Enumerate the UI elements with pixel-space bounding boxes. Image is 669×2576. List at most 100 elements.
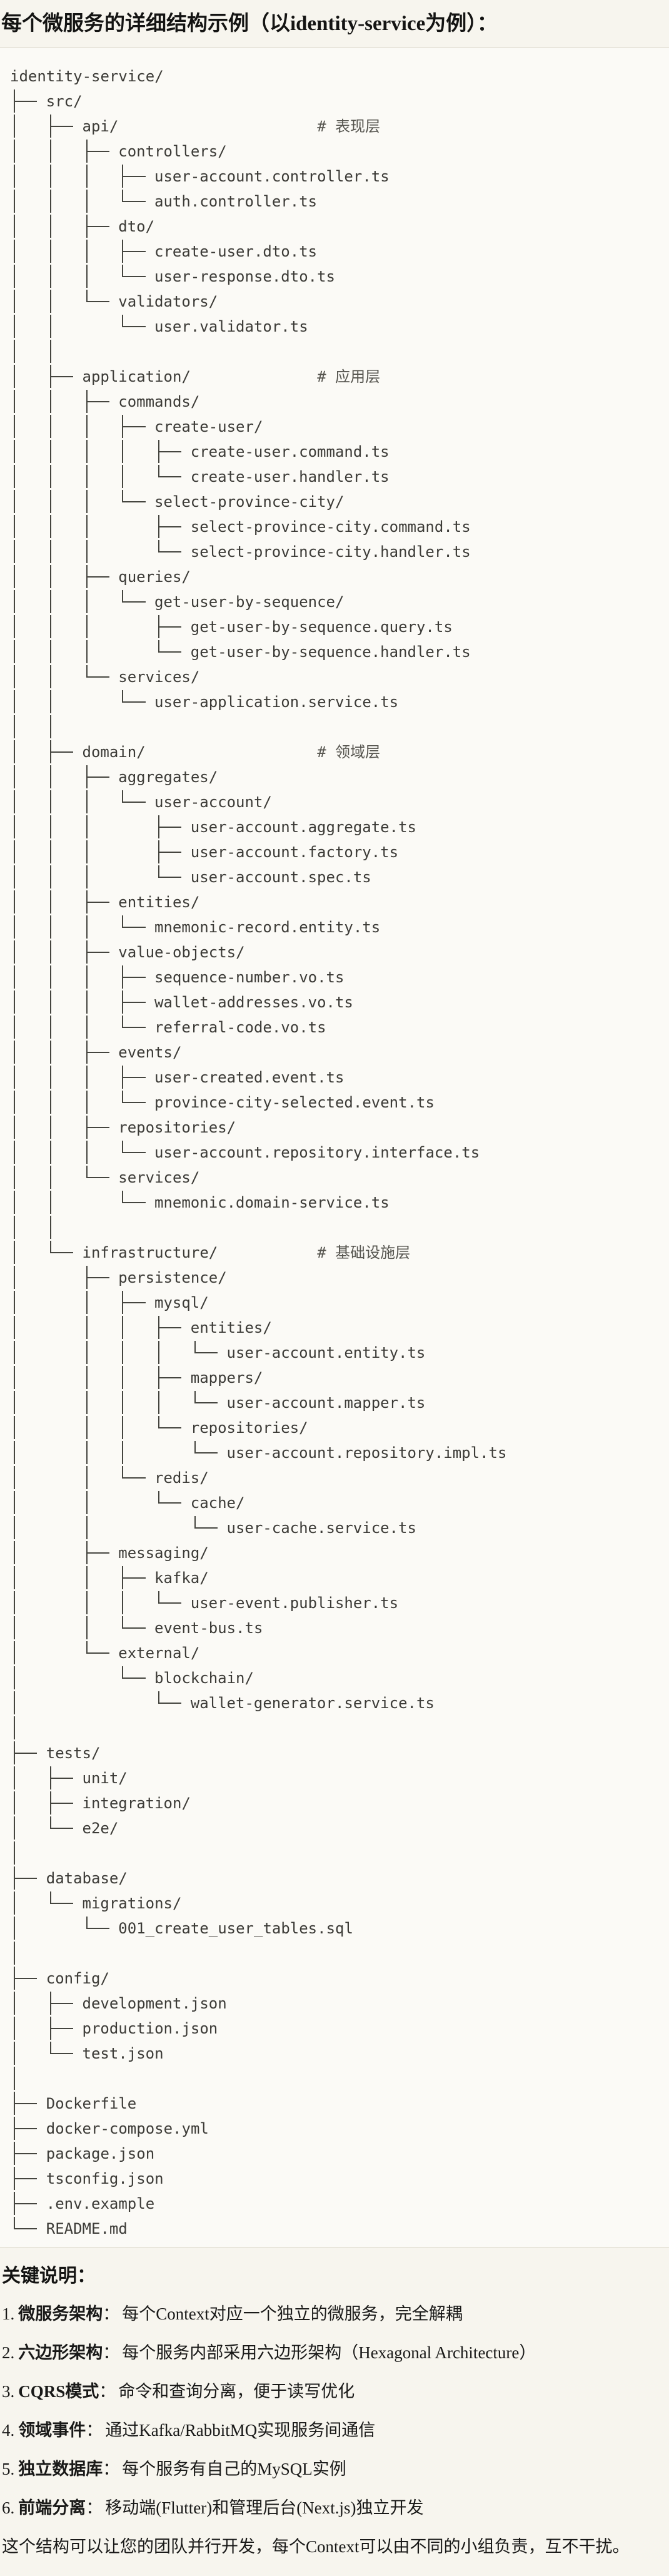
tree-line bbox=[10, 715, 669, 740]
tree-line: entities/ bbox=[10, 1315, 669, 1340]
tree-line: select-province-city/ bbox=[10, 489, 669, 514]
tree-line: province-city-selected.event.ts bbox=[10, 1090, 669, 1115]
tree-line: .env.example bbox=[10, 2191, 669, 2216]
note-separator: ： bbox=[103, 2343, 120, 2362]
tree-line: validators/ bbox=[10, 289, 669, 314]
note-number: 2. bbox=[2, 2343, 15, 2362]
tree-line: domain/ # 领域层 bbox=[10, 740, 669, 765]
note-separator: ： bbox=[103, 2304, 120, 2323]
tree-line: mnemonic-record.entity.ts bbox=[10, 915, 669, 940]
tree-line: development.json bbox=[10, 1991, 669, 2016]
tree-line: external/ bbox=[10, 1641, 669, 1666]
tree-line: event-bus.ts bbox=[10, 1616, 669, 1641]
note-label: CQRS模式 bbox=[18, 2382, 99, 2401]
note-separator: ： bbox=[99, 2382, 116, 2401]
tree-line: redis/ bbox=[10, 1465, 669, 1490]
tree-line: cache/ bbox=[10, 1490, 669, 1515]
tree-line: e2e/ bbox=[10, 1816, 669, 1841]
tree-line: user-created.event.ts bbox=[10, 1065, 669, 1090]
note-number: 5. bbox=[2, 2460, 15, 2478]
note-item: 4.领域事件：通过Kafka/RabbitMQ实现服务间通信 bbox=[2, 2418, 669, 2443]
tree-line: get-user-by-sequence/ bbox=[10, 589, 669, 614]
tree-line: repositories/ bbox=[10, 1415, 669, 1440]
tree-line: mnemonic.domain-service.ts bbox=[10, 1190, 669, 1215]
tree-line: sequence-number.vo.ts bbox=[10, 965, 669, 990]
tree-line: repositories/ bbox=[10, 1115, 669, 1140]
note-text: 移动端(Flutter)和管理后台(Next.js)独立开发 bbox=[105, 2498, 424, 2517]
tree-line: user-account.controller.ts bbox=[10, 164, 669, 189]
tree-line: user-response.dto.ts bbox=[10, 264, 669, 289]
tree-line bbox=[10, 1841, 669, 1866]
tree-line: user-account.mapper.ts bbox=[10, 1390, 669, 1415]
note-label: 微服务架构 bbox=[18, 2304, 103, 2323]
note-label: 前端分离 bbox=[18, 2498, 86, 2517]
tree-line: value-objects/ bbox=[10, 940, 669, 965]
note-label: 领域事件 bbox=[18, 2421, 86, 2440]
tree-line: infrastructure/ # 基础设施层 bbox=[10, 1240, 669, 1265]
tree-line: aggregates/ bbox=[10, 765, 669, 790]
tree-line: events/ bbox=[10, 1040, 669, 1065]
tree-line: user-account.repository.impl.ts bbox=[10, 1440, 669, 1465]
tree-line: Dockerfile bbox=[10, 2091, 669, 2116]
note-label: 独立数据库 bbox=[18, 2460, 103, 2478]
tree-line: identity-service/ bbox=[10, 68, 164, 85]
note-item: 5.独立数据库：每个服务有自己的MySQL实例 bbox=[2, 2456, 669, 2482]
note-separator: ： bbox=[103, 2460, 120, 2478]
notes-list: 1.微服务架构：每个Context对应一个独立的微服务，完全解耦 2.六边形架构… bbox=[2, 2301, 669, 2520]
tree-line: auth.controller.ts bbox=[10, 189, 669, 214]
note-text: 每个服务有自己的MySQL实例 bbox=[122, 2460, 346, 2478]
tree-line: mappers/ bbox=[10, 1365, 669, 1390]
tree-line: README.md bbox=[10, 2216, 669, 2241]
tree-line: user-cache.service.ts bbox=[10, 1515, 669, 1540]
tree-comment: # 领域层 bbox=[317, 743, 381, 761]
tree-line: migrations/ bbox=[10, 1891, 669, 1916]
tree-line bbox=[10, 1215, 669, 1240]
tree-line: queries/ bbox=[10, 564, 669, 589]
note-separator: ： bbox=[86, 2421, 103, 2440]
note-text: 命令和查询分离，便于读写优化 bbox=[118, 2382, 355, 2401]
tree-line: referral-code.vo.ts bbox=[10, 1015, 669, 1040]
tree-line: wallet-addresses.vo.ts bbox=[10, 990, 669, 1015]
note-number: 6. bbox=[2, 2498, 15, 2517]
tree-line: messaging/ bbox=[10, 1540, 669, 1565]
tree-line bbox=[10, 1941, 669, 1966]
tree-line: persistence/ bbox=[10, 1265, 669, 1290]
tree-line bbox=[10, 339, 669, 364]
tree-line: user-account.spec.ts bbox=[10, 865, 669, 890]
note-number: 3. bbox=[2, 2382, 15, 2401]
tree-line: package.json bbox=[10, 2141, 669, 2166]
note-item: 1.微服务架构：每个Context对应一个独立的微服务，完全解耦 bbox=[2, 2301, 669, 2326]
tree-line: application/ # 应用层 bbox=[10, 364, 669, 389]
note-text: 每个Context对应一个独立的微服务，完全解耦 bbox=[122, 2304, 463, 2323]
tree-comment: # 基础设施层 bbox=[317, 1244, 411, 1261]
tree-line: select-province-city.handler.ts bbox=[10, 539, 669, 564]
page-header: 每个微服务的详细结构示例（以identity-service为例）： bbox=[0, 0, 669, 47]
note-text: 通过Kafka/RabbitMQ实现服务间通信 bbox=[105, 2421, 376, 2440]
tree-line: docker-compose.yml bbox=[10, 2116, 669, 2141]
tree-line: integration/ bbox=[10, 1791, 669, 1816]
tree-comment: # 表现层 bbox=[317, 118, 381, 135]
page-title: 每个微服务的详细结构示例（以identity-service为例）： bbox=[1, 12, 498, 35]
tree-line: user.validator.ts bbox=[10, 314, 669, 339]
note-number: 1. bbox=[2, 2304, 15, 2323]
tree-line: 001_create_user_tables.sql bbox=[10, 1916, 669, 1941]
tree-line: services/ bbox=[10, 664, 669, 690]
tree-line: config/ bbox=[10, 1966, 669, 1991]
note-item: 2.六边形架构：每个服务内部采用六边形架构（Hexagonal Architec… bbox=[2, 2340, 669, 2365]
tree-line: user-account.entity.ts bbox=[10, 1340, 669, 1365]
tree-line: api/ # 表现层 bbox=[10, 114, 669, 139]
tree-line: create-user.handler.ts bbox=[10, 464, 669, 489]
tree-line: user-account.factory.ts bbox=[10, 840, 669, 865]
tree-line: blockchain/ bbox=[10, 1666, 669, 1691]
tree-line: services/ bbox=[10, 1165, 669, 1190]
tree-line bbox=[10, 2066, 669, 2091]
tree-line: mysql/ bbox=[10, 1290, 669, 1315]
summary-paragraph: 这个结构可以让您的团队并行开发，每个Context可以由不同的小组负责，互不干扰… bbox=[2, 2537, 630, 2556]
note-separator: ： bbox=[86, 2498, 103, 2517]
tree-line: user-account.aggregate.ts bbox=[10, 815, 669, 840]
tree-line: get-user-by-sequence.handler.ts bbox=[10, 639, 669, 664]
note-number: 4. bbox=[2, 2421, 15, 2440]
tree-line: unit/ bbox=[10, 1766, 669, 1791]
tree-line: user-account.repository.interface.ts bbox=[10, 1140, 669, 1165]
